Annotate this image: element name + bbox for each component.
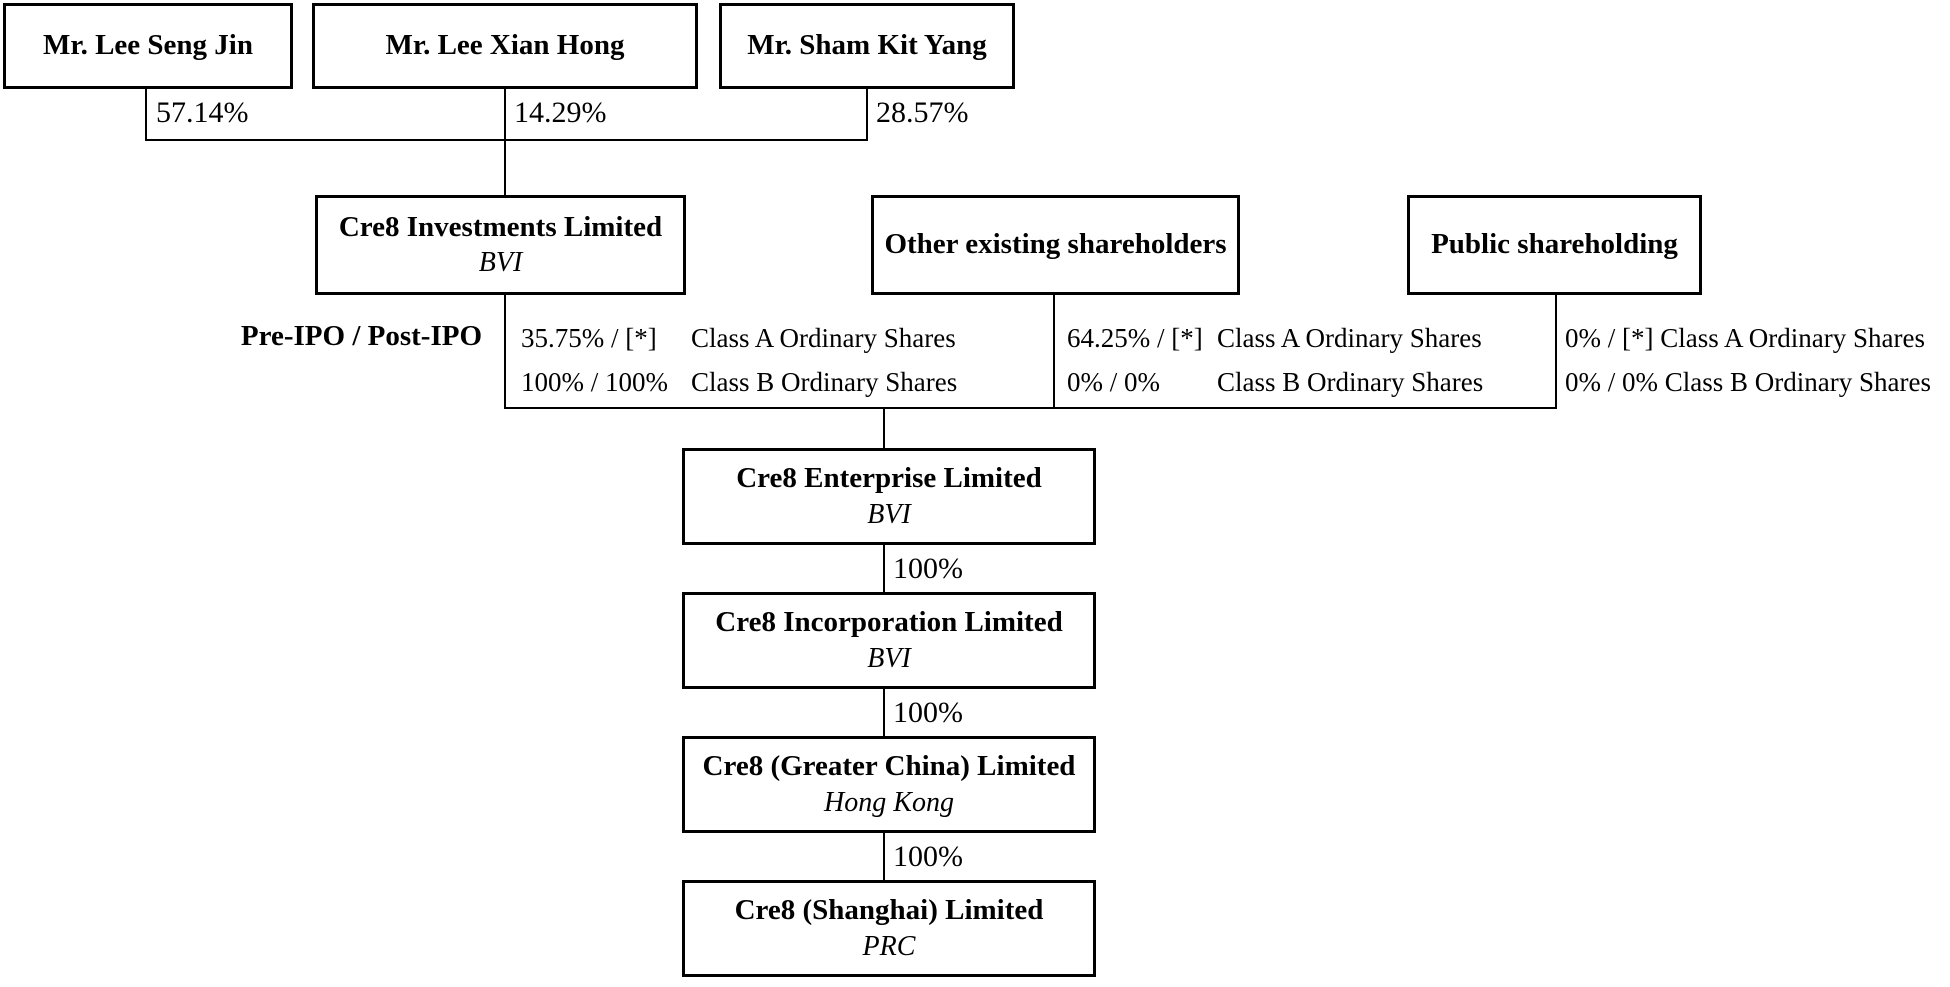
connector-line xyxy=(1053,295,1055,409)
entity-jurisdiction: BVI xyxy=(867,642,911,674)
class-b-ratio: 0% / 0% xyxy=(1067,367,1160,397)
entity-box-lee-seng-jin: Mr. Lee Seng Jin xyxy=(3,3,293,89)
entity-box-cre8-shanghai: Cre8 (Shanghai) Limited PRC xyxy=(682,880,1096,977)
stake-label: 100% xyxy=(893,840,963,873)
entity-box-cre8-incorporation: Cre8 Incorporation Limited BVI xyxy=(682,592,1096,689)
class-a-line: 0% / [*] Class A Ordinary Shares xyxy=(1565,323,1925,353)
entity-jurisdiction: BVI xyxy=(867,498,911,530)
connector-line xyxy=(1555,295,1557,409)
entity-name: Cre8 Enterprise Limited xyxy=(736,462,1042,495)
class-a-label: Class A Ordinary Shares xyxy=(691,323,956,353)
stake-label: 14.29% xyxy=(514,96,607,129)
entity-name: Mr. Lee Xian Hong xyxy=(385,29,625,62)
stake-label: 57.14% xyxy=(156,96,249,129)
entity-jurisdiction: PRC xyxy=(862,930,916,962)
stake-label: 28.57% xyxy=(876,96,969,129)
entity-jurisdiction: BVI xyxy=(478,247,523,279)
class-a-ratio: 64.25% / [*] xyxy=(1067,323,1203,353)
shareclass-column-public: 0% / [*] Class A Ordinary Shares 0% / 0%… xyxy=(1565,316,1931,404)
shareclass-column-other-shareholders: 64.25% / [*] Class A Ordinary Shares 0% … xyxy=(1067,316,1483,404)
pre-post-ipo-label: Pre-IPO / Post-IPO xyxy=(240,320,482,352)
entity-box-public-shareholding: Public shareholding xyxy=(1407,195,1702,295)
entity-name: Cre8 Investments Limited xyxy=(338,210,663,243)
connector-line xyxy=(145,139,868,141)
entity-name: Cre8 (Shanghai) Limited xyxy=(734,894,1044,927)
stake-label: 100% xyxy=(893,552,963,585)
connector-line xyxy=(883,545,885,592)
entity-name: Other existing shareholders xyxy=(884,228,1227,261)
class-b-ratio: 100% / 100% xyxy=(521,367,668,397)
entity-name: Cre8 Incorporation Limited xyxy=(715,606,1063,639)
connector-line xyxy=(504,89,506,195)
entity-box-cre8-enterprise: Cre8 Enterprise Limited BVI xyxy=(682,448,1096,545)
class-b-label: Class B Ordinary Shares xyxy=(1217,367,1484,397)
entity-name: Mr. Sham Kit Yang xyxy=(747,29,987,62)
entity-jurisdiction: Hong Kong xyxy=(824,786,954,818)
entity-box-other-existing-shareholders: Other existing shareholders xyxy=(871,195,1240,295)
entity-box-cre8-greater-china: Cre8 (Greater China) Limited Hong Kong xyxy=(682,736,1096,833)
connector-line xyxy=(883,689,885,736)
class-b-label: Class B Ordinary Shares xyxy=(691,367,958,397)
entity-box-cre8-investments: Cre8 Investments Limited BVI xyxy=(315,195,686,295)
connector-line xyxy=(145,89,147,139)
connector-line xyxy=(866,89,868,139)
connector-line xyxy=(504,295,506,409)
entity-name: Cre8 (Greater China) Limited xyxy=(702,750,1076,783)
class-a-label: Class A Ordinary Shares xyxy=(1217,323,1482,353)
entity-name: Mr. Lee Seng Jin xyxy=(43,29,253,62)
entity-box-lee-xian-hong: Mr. Lee Xian Hong xyxy=(312,3,698,89)
entity-box-sham-kit-yang: Mr. Sham Kit Yang xyxy=(719,3,1015,89)
shareclass-column-investments: 35.75% / [*] Class A Ordinary Shares 100… xyxy=(521,316,957,404)
connector-line xyxy=(883,833,885,880)
connector-line xyxy=(883,409,885,448)
class-b-line: 0% / 0% Class B Ordinary Shares xyxy=(1565,367,1931,397)
stake-label: 100% xyxy=(893,696,963,729)
class-a-ratio: 35.75% / [*] xyxy=(521,323,657,353)
entity-name: Public shareholding xyxy=(1431,228,1678,261)
connector-line xyxy=(504,407,1557,409)
